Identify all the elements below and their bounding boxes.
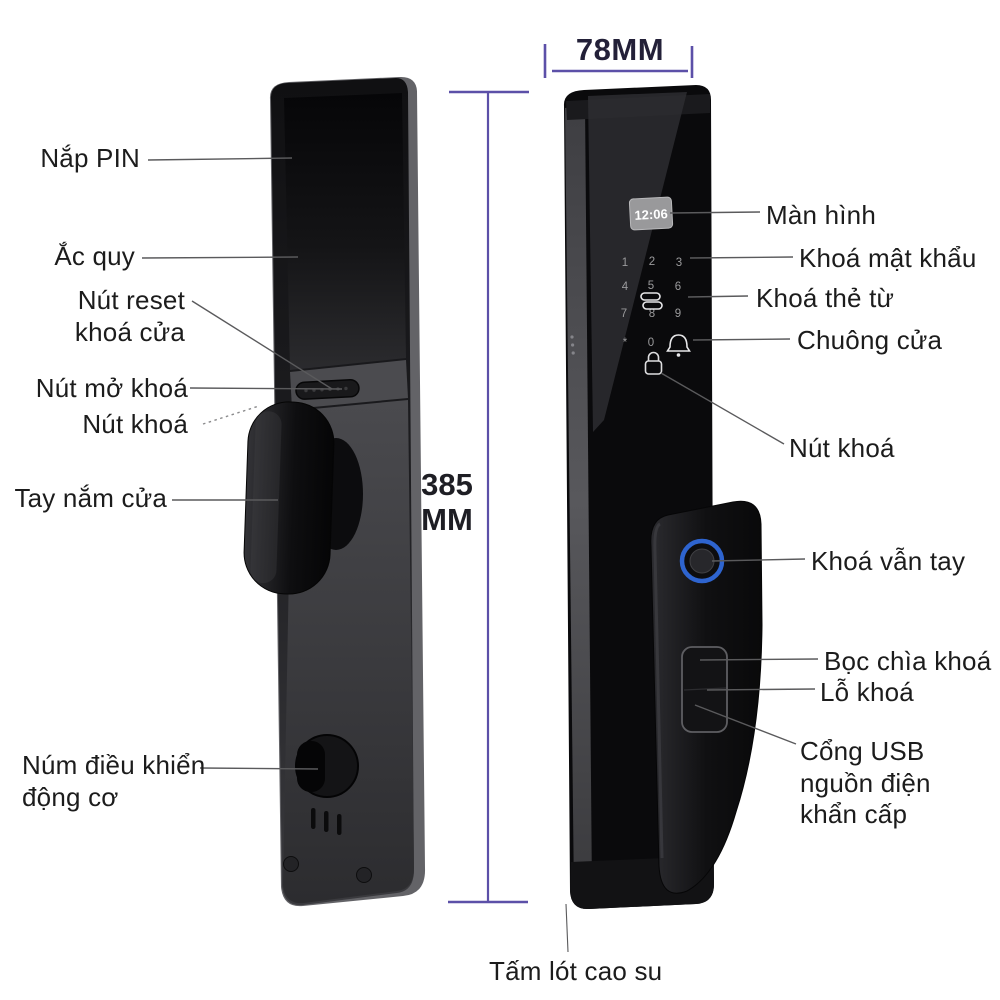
key-8[interactable]: 8 bbox=[649, 308, 655, 320]
key-4[interactable]: 4 bbox=[622, 281, 629, 293]
rear-lock bbox=[243, 76, 426, 907]
display-time: 12:06 bbox=[634, 206, 668, 223]
label-card-lock: Khoá thẻ từ bbox=[756, 283, 895, 313]
card-icon[interactable] bbox=[640, 292, 663, 310]
label-password-lock: Khoá mật khẩu bbox=[799, 243, 977, 273]
lock-icon[interactable] bbox=[644, 351, 663, 375]
label-doorbell: Chuông cửa bbox=[797, 325, 943, 355]
dimension-height-label: 385 MM bbox=[421, 467, 473, 537]
dimension-width-label: 78MM bbox=[575, 32, 665, 67]
dimension-lines bbox=[448, 44, 694, 904]
label-fingerprint-lock: Khoá vẫn tay bbox=[811, 546, 966, 576]
label-battery: Ắc quy bbox=[54, 241, 135, 271]
key-star[interactable]: * bbox=[623, 337, 628, 349]
label-rubber-pad: Tấm lót cao su bbox=[489, 956, 663, 986]
door-handle[interactable] bbox=[243, 401, 336, 596]
label-pin-cover: Nắp PIN bbox=[40, 143, 140, 173]
key-6[interactable]: 6 bbox=[675, 281, 681, 293]
leader-lines bbox=[141, 157, 819, 953]
front-lock-gloss bbox=[588, 92, 687, 432]
pin-cover-panel[interactable] bbox=[284, 93, 406, 370]
clock-display: 12:06 bbox=[628, 196, 674, 231]
label-keyhole: Lỗ khoá bbox=[820, 677, 914, 707]
key-7[interactable]: 7 bbox=[621, 308, 627, 320]
bell-icon[interactable] bbox=[666, 334, 691, 357]
key-3[interactable]: 3 bbox=[676, 257, 682, 269]
label-key-cover: Bọc chìa khoá bbox=[824, 646, 992, 676]
front-lock-side-strip bbox=[565, 105, 592, 896]
password-keypad[interactable]: 1 2 3 4 5 6 7 8 9 * 0 bbox=[621, 256, 682, 349]
screw-hole bbox=[283, 856, 299, 872]
label-unlock-button: Nút mở khoá bbox=[35, 373, 188, 403]
key-9[interactable]: 9 bbox=[675, 308, 681, 320]
key-2[interactable]: 2 bbox=[649, 256, 655, 268]
front-lock: 12:06 1 2 3 4 5 6 7 8 9 * 0 bbox=[563, 85, 763, 910]
label-door-handle: Tay nắm cửa bbox=[14, 483, 167, 513]
label-screen: Màn hình bbox=[766, 200, 877, 230]
keyhole-mark bbox=[683, 687, 727, 691]
speaker-slits bbox=[311, 808, 342, 835]
label-lock-button-right: Nút khoá bbox=[789, 433, 895, 463]
key-1[interactable]: 1 bbox=[622, 257, 628, 269]
key-5[interactable]: 5 bbox=[648, 280, 654, 292]
screw-hole bbox=[356, 867, 372, 883]
side-dots bbox=[570, 335, 575, 355]
label-lock-button-left: Nút khoá bbox=[82, 409, 188, 439]
motor-control-knob[interactable] bbox=[295, 734, 359, 798]
key-0[interactable]: 0 bbox=[648, 337, 654, 349]
